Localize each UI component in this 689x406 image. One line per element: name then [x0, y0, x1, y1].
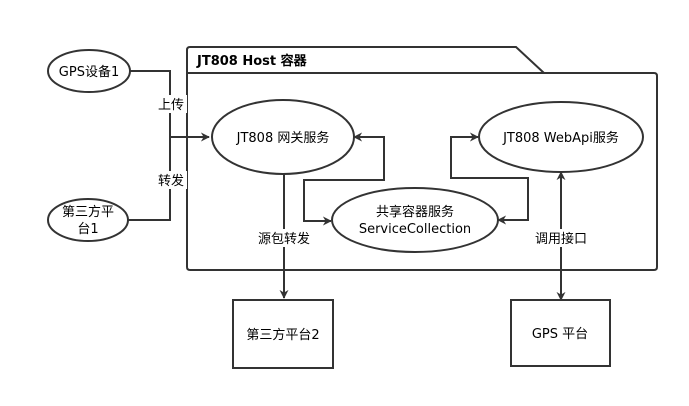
gateway-service-label: JT808 网关服务 — [236, 130, 330, 146]
call-api-label-bg — [533, 229, 590, 247]
shared-service-node — [331, 187, 499, 253]
edge-label-upload: 上传 — [158, 98, 184, 113]
edge-label-call-api: 调用接口 — [535, 231, 587, 247]
upload-label-bg — [155, 95, 187, 113]
gps-platform-node — [510, 299, 611, 367]
gps-device-label: GPS设备1 — [59, 64, 119, 80]
third-platform-1-label-line2: 台1 — [77, 222, 98, 237]
gps-device-node — [47, 49, 131, 93]
third-platform-2-node — [232, 299, 334, 369]
third-platform-1-node — [47, 198, 129, 242]
third-platform-2-label: 第三方平台2 — [246, 327, 319, 343]
edge-gateway-shared-service-loop — [303, 132, 385, 226]
shared-service-label-line1: 共享容器服务 — [376, 204, 454, 220]
shared-service-label-line2: ServiceCollection — [359, 222, 471, 237]
edge-webapi-shared-service-loop — [450, 132, 529, 225]
webapi-service-node — [478, 101, 644, 173]
source-forward-label-bg — [255, 229, 313, 247]
container-title: JT808 Host 容器 — [196, 53, 308, 69]
third-platform-1-label-line1: 第三方平 — [62, 204, 114, 220]
webapi-service-label: JT808 WebApi服务 — [502, 130, 619, 146]
forward-label-bg — [155, 171, 187, 189]
edge-label-source-forward: 源包转发 — [258, 231, 310, 247]
gateway-service-node — [211, 99, 355, 175]
gps-platform-label: GPS 平台 — [532, 327, 588, 342]
edge-third-platform-1-to-gateway — [128, 137, 171, 221]
edge-label-forward: 转发 — [158, 173, 184, 189]
